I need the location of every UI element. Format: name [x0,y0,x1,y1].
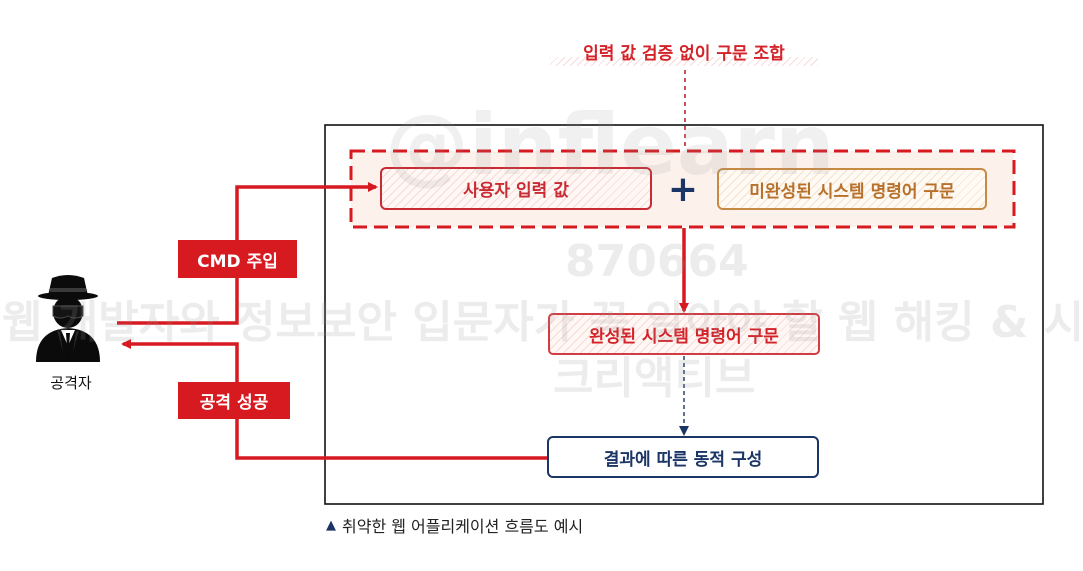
web-app-boundary [324,124,1044,505]
caption-text: 취약한 웹 어플리케이션 흐름도 예시 [342,517,584,536]
triangle-up-icon: ▲ [326,517,336,533]
incomplete-command-box: 미완성된 시스템 명령어 구문 [717,168,987,210]
cmd-injection-tag: CMD 주입 [178,240,297,278]
plus-icon: + [667,168,699,210]
attack-success-tag: 공격 성공 [178,382,290,419]
validation-note: 입력 값 검증 없이 구문 조합 [550,36,818,66]
complete-command-box: 완성된 시스템 명령어 구문 [548,313,820,355]
figure-caption: ▲ 취약한 웹 어플리케이션 흐름도 예시 [326,512,686,538]
result-box: 결과에 따른 동적 구성 [547,436,819,478]
spy-hacker-icon [36,275,100,362]
user-input-box: 사용자 입력 값 [380,167,652,210]
attacker-label: 공격자 [50,373,92,392]
